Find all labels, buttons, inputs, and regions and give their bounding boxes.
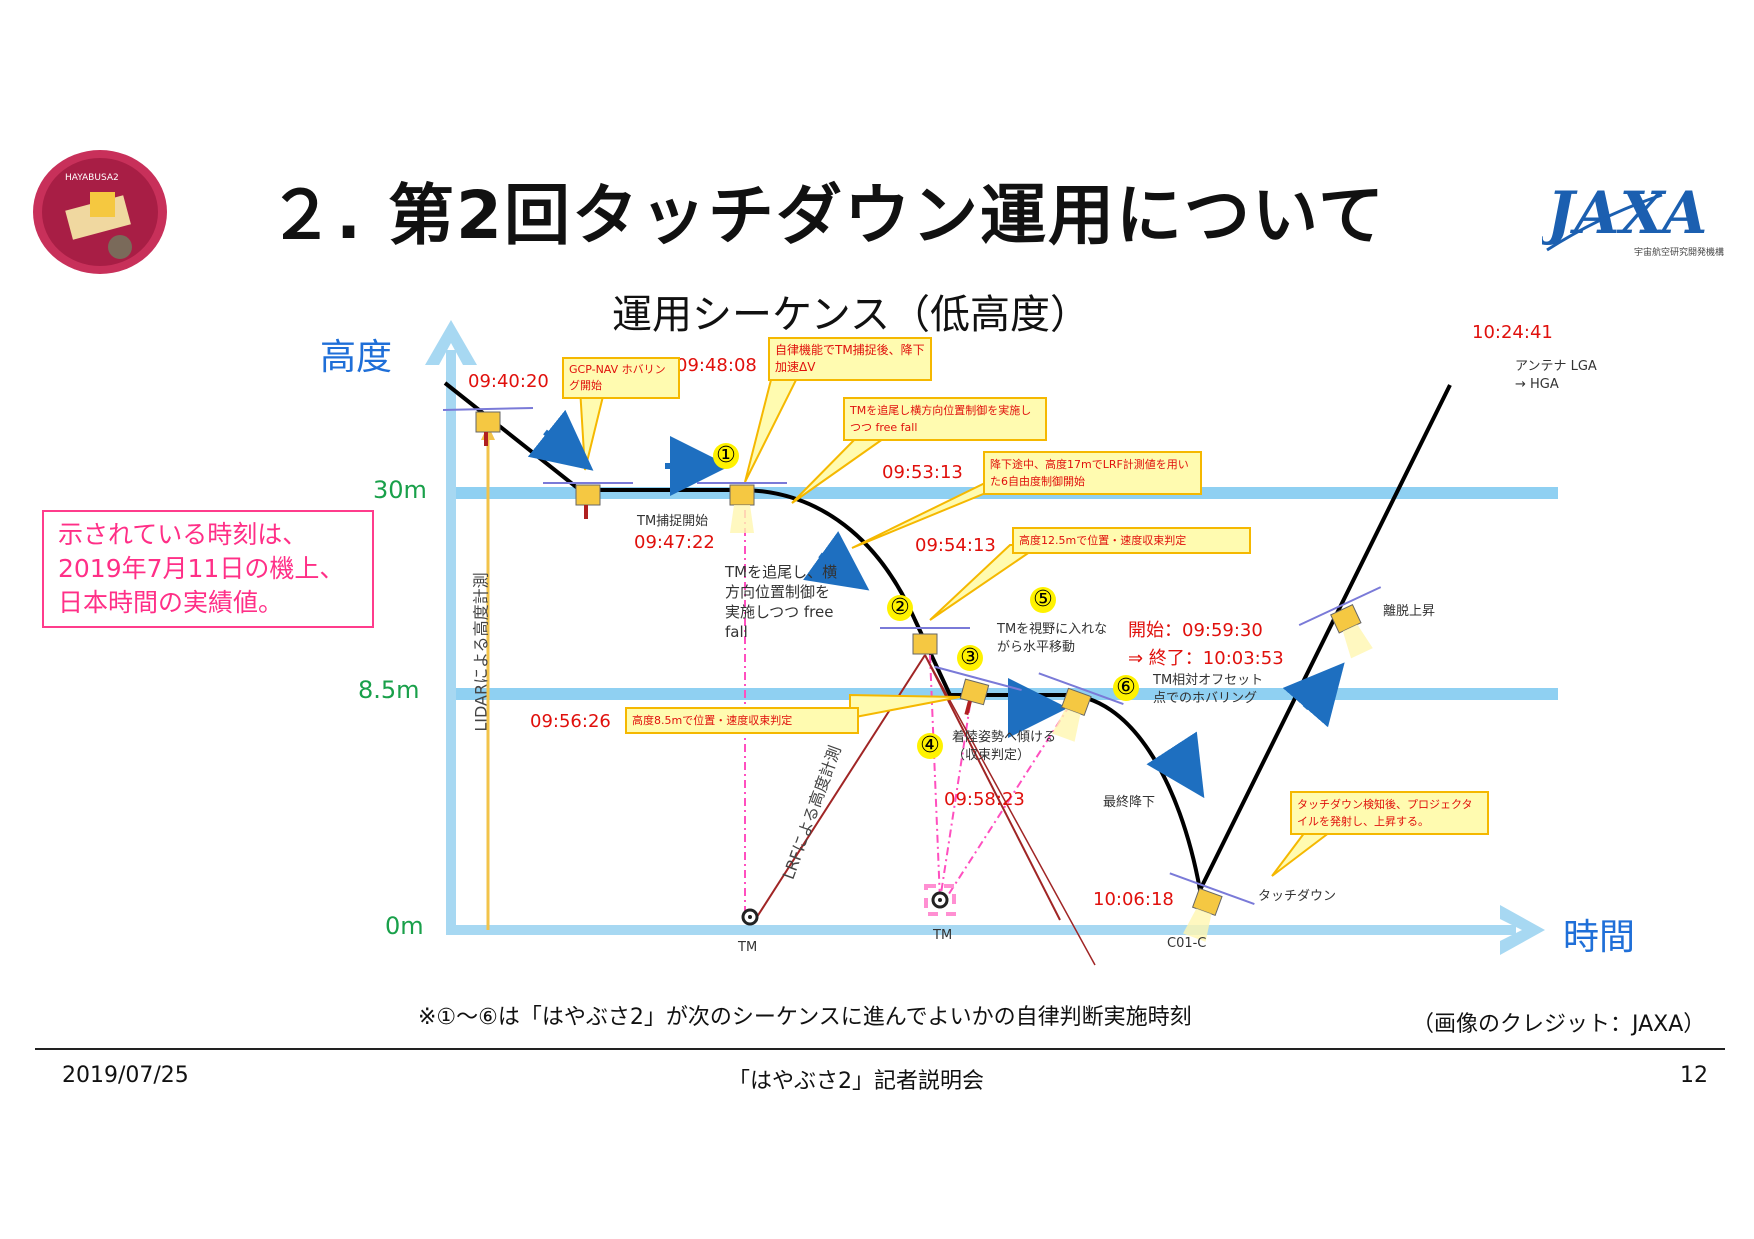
y-axis-arrowhead [425, 320, 477, 365]
ascent-label: 離脱上昇 [1383, 604, 1436, 619]
antenna-label: アンテナ LGA → HGA [1515, 359, 1597, 392]
diagram-subtitle: 運用シーケンス（低高度） [612, 292, 1090, 338]
spacecraft-icon [543, 482, 633, 519]
time-label: 09:56:26 [530, 711, 611, 732]
agency-logo: JAXA 宇宙航空研究開発機構 [1537, 175, 1727, 265]
footer-date: 2019/07/25 [62, 1063, 189, 1088]
callout1-pointer [578, 387, 607, 471]
touchdown-label: タッチダウン [1258, 889, 1337, 904]
footer-divider [35, 1048, 1725, 1050]
callout-box: 高度12.5mで位置・速度収束判定 [1012, 527, 1251, 554]
altitude-label-8-5m: 8.5m [358, 676, 420, 704]
footer-event: 「はやぶさ2」記者説明会 [728, 1069, 984, 1094]
callout2-pointer [744, 371, 802, 483]
callout-box: 降下途中、高度17mでLRF計測値を用いた6自由度制御開始 [983, 451, 1202, 495]
callout6-pointer [849, 693, 961, 720]
spacecraft-icon [880, 627, 970, 655]
time-label: ⇒ 終了：10:03:53 [1128, 648, 1284, 669]
step-marker: ② [887, 595, 913, 621]
step5-label: TMを視野に入れながら水平移動 [997, 622, 1108, 655]
altitude-label-30m: 30m [373, 476, 427, 504]
lrf-line-c [924, 654, 1096, 966]
target-marker-icon [924, 884, 956, 916]
mission-logo-text: HAYABUSA2 [65, 173, 119, 183]
time-label: 10:06:18 [1093, 889, 1174, 910]
spacecraft-icon [934, 665, 1022, 716]
time-label: 09:53:13 [882, 462, 963, 483]
spacecraft-icon [1038, 672, 1124, 742]
time-label: 開始：09:59:30 [1128, 620, 1263, 641]
page-title: ２. 第2回タッチダウン運用について [268, 177, 1386, 254]
x-axis [446, 925, 1516, 935]
tm-capture-label: TM捕捉開始 [637, 514, 709, 529]
spacecraft-icon [1298, 586, 1382, 659]
tm-marker-label: TM [738, 940, 758, 955]
x-axis-arrowhead [1500, 905, 1545, 955]
tm-track-label: TMを追尾し、横方向位置制御を実施しつつ free fall [725, 563, 838, 641]
callout-box: タッチダウン検知後、プロジェクタイルを発射し、上昇する。 [1290, 791, 1489, 835]
step-marker: ⑥ [1113, 675, 1139, 701]
callout7-pointer [1271, 831, 1333, 877]
blue-arrow-1 [527, 409, 594, 471]
callout-box: 自律機能でTM捕捉後、降下加速ΔV [768, 337, 932, 381]
time-label: 09:47:22 [634, 532, 715, 553]
agency-logo-text: JAXA [1542, 179, 1707, 247]
step-marker: ④ [917, 733, 943, 759]
time-label: 10:24:41 [1472, 322, 1553, 343]
time-label: 09:48:08 [676, 355, 757, 376]
page-number: 12 [1680, 1063, 1708, 1088]
step-marker: ③ [957, 645, 983, 671]
time-label: 09:54:13 [915, 535, 996, 556]
callout-box: GCP-NAV ホバリング開始 [562, 357, 680, 399]
step-marker: ① [713, 443, 739, 469]
time-label: 09:40:20 [468, 371, 549, 392]
callout5-pointer [929, 544, 1044, 621]
spacecraft-icon [1169, 872, 1255, 942]
c01c-label: C01-C [1167, 936, 1207, 951]
blue-arrow-5 [1146, 731, 1205, 799]
x-axis-label: 時間 [1563, 917, 1636, 958]
altitude-label-0m: 0m [385, 912, 424, 940]
tm2-dash-b [939, 704, 971, 901]
image-credit: （画像のクレジット：JAXA） [1412, 1012, 1706, 1037]
spacecraft-icon [697, 482, 787, 533]
blue-arrow-3 [803, 531, 870, 591]
mission-logo: HAYABUSA2 [30, 147, 170, 277]
final-descent-label: 最終降下 [1103, 795, 1156, 810]
lidar-label: LIDARによる高度計測 [471, 572, 491, 732]
step-marker: ⑤ [1030, 587, 1056, 613]
target-marker-icon [741, 908, 759, 926]
agency-logo-subtext: 宇宙航空研究開発機構 [1634, 246, 1724, 258]
step6-label: TM相対オフセット点でのホバリング [1153, 673, 1264, 706]
time-note-box: 示されている時刻は、2019年7月11日の機上、日本時間の実績値。 [42, 510, 374, 628]
y-axis [446, 350, 456, 935]
tm-marker-label: TM [933, 928, 953, 943]
time-label: 09:58:23 [944, 789, 1025, 810]
footnote: ※①～⑥は「はやぶさ2」が次のシーケンスに進んでよいかの自律判断実施時刻 [418, 1005, 1192, 1030]
step4-label: 着陸姿勢へ傾ける（収束判定） [952, 730, 1057, 763]
blue-arrow-6 [1282, 662, 1345, 728]
callout-box: TMを追尾し横方向位置制御を実施しつつ free fall [843, 397, 1047, 441]
y-axis-label: 高度 [320, 337, 393, 378]
callout-box: 高度8.5mで位置・速度収束判定 [625, 707, 859, 734]
spacecraft-icon [442, 407, 534, 446]
